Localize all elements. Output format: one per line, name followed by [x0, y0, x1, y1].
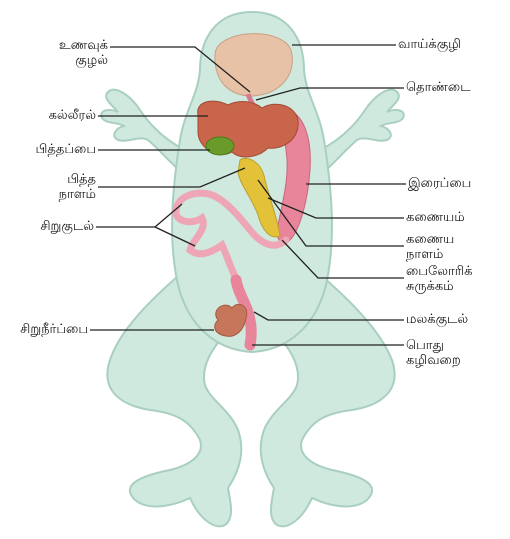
left-fore-leg [101, 90, 185, 175]
right-fore-leg [320, 90, 404, 175]
label-pothu-line1: பொது [406, 338, 508, 353]
label-piththa-naalam-line1: பித்த [0, 172, 96, 187]
label-unavu-kuzhal: உணவுக் குழல் [0, 38, 108, 68]
label-piththa-naalam-line2: நாளம் [0, 187, 96, 202]
label-thondai: தொண்டை [406, 80, 508, 95]
label-pothu-line2: கழிவறை [406, 353, 508, 368]
label-pylorik-line1: பைலோரிக் [406, 264, 508, 279]
label-malakkudal: மலக்குடல் [406, 312, 508, 327]
label-kanaiya-naalam: கணைய நாளம் [406, 232, 508, 262]
label-pylorik-line2: சுருக்கம் [406, 279, 508, 294]
label-kanaiyam: கணையம் [406, 210, 508, 225]
label-pothu-kazhivarai: பொது கழிவறை [406, 338, 508, 368]
label-vaaikkuzhi: வாய்க்குழி [398, 37, 508, 52]
label-unavu-kuzhal-line2: குழல் [0, 53, 108, 68]
label-kalleeral: கல்லீரல் [0, 108, 96, 123]
label-unavu-kuzhal-line1: உணவுக் [0, 38, 108, 53]
label-sirukudal: சிறுகுடல் [0, 219, 94, 234]
label-kanaiya-naalam-line1: கணைய [406, 232, 508, 247]
label-kanaiya-naalam-line2: நாளம் [406, 247, 508, 262]
label-siruneerppai: சிறுநீர்ப்பை [0, 322, 88, 337]
gall-bladder [206, 137, 234, 155]
label-piththa-naalam: பித்த நாளம் [0, 172, 96, 202]
label-pylorik: பைலோரிக் சுருக்கம் [406, 264, 508, 294]
label-iraippai: இரைப்பை [408, 176, 508, 191]
label-piththappai: பித்தப்பை [0, 142, 96, 157]
